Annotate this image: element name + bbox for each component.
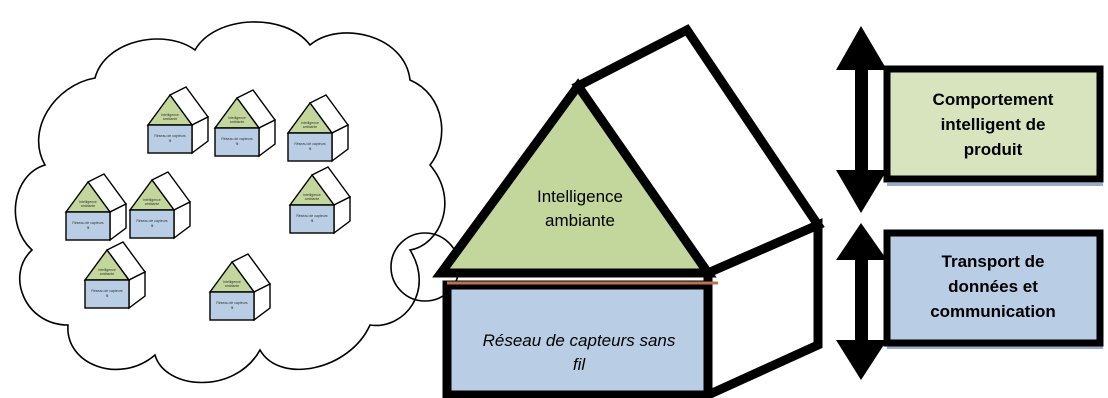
box-transport-line1: Transport de (942, 252, 1045, 271)
double-arrow-bottom (836, 223, 887, 380)
base-label-line2: fil (573, 355, 587, 374)
mini-house-label: Intelligence (301, 121, 319, 125)
mini-house-base (209, 291, 255, 321)
box-behaviour-line3: produit (964, 140, 1023, 159)
roof-label-line1: Intelligence (537, 187, 623, 206)
box-behaviour: Comportement intelligent de produit (883, 65, 1104, 186)
mini-house-label: Réseau de capteurs (72, 221, 104, 225)
mini-house-label: fil (309, 147, 312, 151)
mini-house-base (289, 204, 335, 234)
mini-house-label: fil (87, 226, 90, 230)
mini-house-label: fil (311, 219, 314, 223)
mini-house-label: Réseau de capteurs (154, 134, 186, 138)
mini-house-base (129, 209, 175, 239)
mini-house-base (84, 279, 130, 309)
roof-label-line2: ambiante (545, 211, 615, 230)
box-transport: Transport de données et communication (883, 229, 1104, 349)
mini-house-label: Intelligence (161, 113, 179, 117)
roof-triangle (432, 78, 717, 278)
box-transport-line2: données et (948, 277, 1038, 296)
mini-house-label: ambiante (81, 204, 95, 208)
box-transport-line3: communication (930, 302, 1056, 321)
mini-house-label: ambiante (145, 202, 159, 206)
mini-house-label: Intelligence (79, 200, 97, 204)
base-label-line1: Réseau de capteurs sans (483, 331, 676, 350)
mini-house-label: ambiante (230, 120, 244, 124)
mini-house-label: Réseau de capteurs (136, 219, 168, 223)
mini-house-label: Intelligence (303, 193, 321, 197)
mini-house-label: Réseau de capteurs (296, 214, 328, 218)
box-behaviour-line1: Comportement (933, 90, 1054, 109)
mini-house-label: Réseau de capteurs (221, 137, 253, 141)
box-behaviour-line2: intelligent de (941, 115, 1046, 134)
mini-house-label: Réseau de capteurs (91, 289, 123, 293)
mini-house-label: fil (169, 139, 172, 143)
big-house: Intelligence ambiante Réseau de capteurs… (432, 24, 825, 398)
mini-house-label: Intelligence (223, 280, 241, 284)
mini-house-label: Intelligence (98, 268, 116, 272)
mini-house-label: fil (106, 294, 109, 298)
mini-house-label: ambiante (303, 125, 317, 129)
mini-house-label: ambiante (163, 117, 177, 121)
double-arrow-top (836, 26, 887, 213)
mini-house-base (214, 127, 260, 157)
mini-house-base (65, 211, 111, 241)
mini-house-label: fil (236, 142, 239, 146)
mini-house-base (287, 132, 333, 162)
mini-house-label: Intelligence (228, 116, 246, 120)
mini-house-base (147, 124, 193, 154)
mini-house-label: Intelligence (143, 198, 161, 202)
house-base (442, 280, 713, 398)
mini-house-label: fil (231, 306, 234, 310)
mini-house-label: Réseau de capteurs (294, 142, 326, 146)
mini-house-label: ambiante (100, 272, 114, 276)
mini-house-label: fil (151, 224, 154, 228)
mini-house-label: ambiante (225, 284, 239, 288)
mini-house-label: Réseau de capteurs (216, 301, 248, 305)
mini-house-label: ambiante (305, 197, 319, 201)
